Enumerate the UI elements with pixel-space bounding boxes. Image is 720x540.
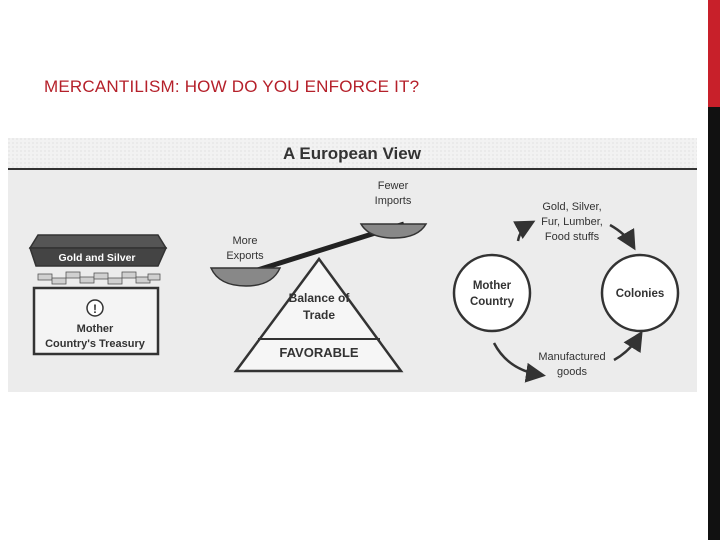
arrow-to-colonies (613, 330, 643, 362)
raw-goods-label-line-1: Gold, Silver, (542, 201, 601, 213)
mother-country-label-line-2: Country (470, 296, 515, 308)
gold-silver-bars (37, 271, 161, 285)
balance-of-trade-label-line-1: Balance of (289, 291, 351, 305)
pyramid-fulcrum (233, 256, 404, 373)
more-exports-label-line-1: More (232, 235, 257, 247)
arrow-from-colonies (609, 223, 636, 251)
slide-title: MERCANTILISM: HOW DO YOU ENFORCE IT? (44, 77, 420, 96)
chest-lid-label: Gold and Silver (58, 252, 135, 264)
manufactured-goods-label-line-2: goods (557, 366, 587, 378)
trade-cycle: Mother Country Colonies Gold, Silver, Fu… (452, 201, 680, 383)
chest-body (32, 286, 160, 356)
arrow-from-mother-country (492, 342, 546, 383)
mother-country-label-line-1: Mother (473, 280, 512, 292)
slide-edge-accent (708, 0, 720, 107)
treasury-label-line-2: Country's Treasury (45, 338, 146, 350)
european-view-diagram: A European View Gold and Silver ! Mother… (8, 138, 697, 392)
treasury-chest: Gold and Silver ! Mother Country's Treas… (28, 234, 168, 356)
diagram-canvas: A European View Gold and Silver ! Mother… (8, 138, 697, 383)
fewer-imports-label-line-2: Imports (375, 195, 412, 207)
exports-pan (209, 267, 282, 287)
manufactured-goods-label-line-1: Manufactured (538, 351, 605, 363)
mother-country-node (452, 253, 532, 333)
treasury-label-line-1: Mother (77, 323, 114, 335)
colonies-label: Colonies (616, 288, 665, 300)
balance-of-trade-scale: More Exports Fewer Imports Balance of Tr… (209, 180, 428, 373)
heading-band (8, 138, 697, 169)
raw-goods-label-line-2: Fur, Lumber, (541, 216, 603, 228)
balance-of-trade-label-line-2: Trade (303, 308, 335, 322)
diagram-heading: A European View (283, 144, 422, 163)
imports-pan (359, 223, 428, 239)
fewer-imports-label-line-1: Fewer (378, 180, 409, 192)
chest-lid (28, 247, 168, 267)
more-exports-label-line-2: Exports (226, 250, 264, 262)
raw-goods-label-line-3: Food stuffs (545, 231, 600, 243)
slide-edge-bar (708, 0, 720, 540)
favorable-label: FAVORABLE (279, 345, 359, 360)
keyhole-mark: ! (93, 302, 97, 316)
arrow-to-mother-country (513, 220, 536, 242)
keyhole-icon (86, 299, 104, 317)
chest-lid-top (28, 234, 168, 249)
